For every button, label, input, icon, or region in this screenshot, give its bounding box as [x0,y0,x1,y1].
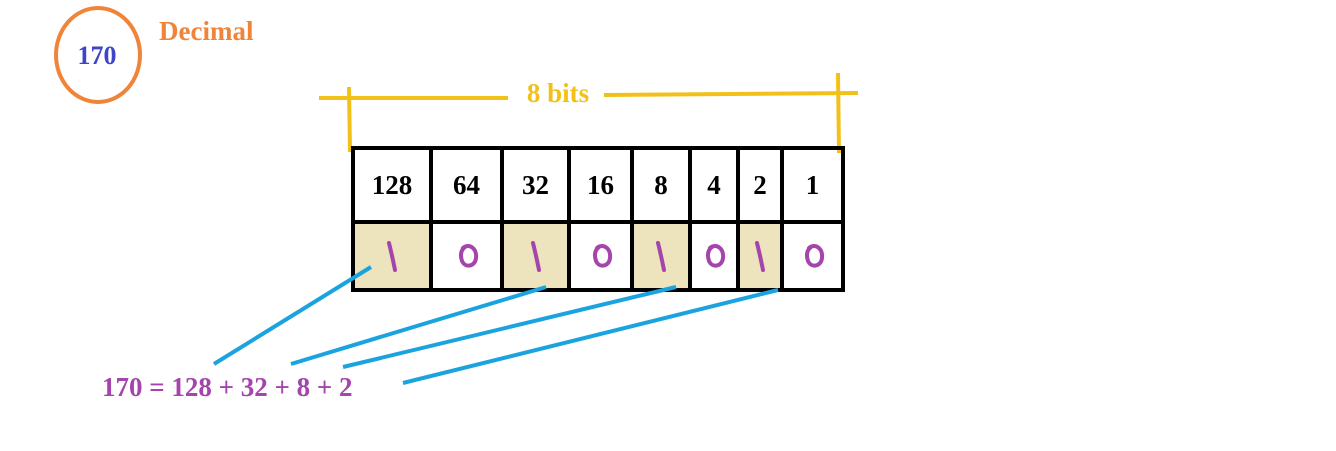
bit-table: 128 64 32 16 8 4 2 1 [351,146,845,292]
place-value-cell: 64 [429,146,504,224]
bit-cell [780,220,845,292]
connector-line-128 [212,265,373,366]
bit-zero-glyph [804,244,824,268]
bit-zero-stroke [706,244,726,268]
bit-zero-stroke [804,244,824,268]
bit-span-tick-right [836,72,841,154]
bit-cell [688,220,740,292]
decimal-label: Decimal [159,16,254,46]
bit-one-glyph [530,241,541,272]
bit-cell [736,220,784,292]
bit-one-glyph [387,241,397,272]
bit-zero-glyph [706,244,726,268]
bit-zero-stroke [458,244,478,268]
bit-cell [429,220,504,292]
sum-equation: 170 = 128 + 32 + 8 + 2 [102,372,353,402]
place-value-cell: 4 [688,146,740,224]
bit-one-stroke [755,241,765,272]
bit-one-glyph [656,241,666,272]
place-value-cell: 128 [351,146,433,224]
bit-one-glyph [755,241,765,272]
bit-one-stroke [387,241,397,272]
bit-cell [630,220,692,292]
place-value-cell: 32 [500,146,571,224]
bit-span-line-right [603,91,859,97]
bit-zero-glyph [592,244,612,268]
bit-cell [567,220,634,292]
decimal-badge-circle [54,6,142,104]
connector-line-32 [290,285,547,366]
bit-cell [351,220,433,292]
place-value-cell: 2 [736,146,784,224]
place-value-cell: 16 [567,146,634,224]
place-value-row: 128 64 32 16 8 4 2 1 [351,146,845,224]
bit-span-tick-left [347,86,352,153]
decimal-value: 170 [78,41,117,70]
bit-row [351,220,845,292]
place-value-cell: 1 [780,146,845,224]
connector-line-8 [342,285,677,369]
bit-span-label: 8 bits [527,78,589,108]
connector-line-2 [402,288,779,385]
bit-one-stroke [656,241,666,272]
place-value-cell: 8 [630,146,692,224]
bit-zero-glyph [458,244,478,268]
bit-one-stroke [530,241,541,272]
bit-cell [500,220,571,292]
bit-zero-stroke [592,244,612,268]
